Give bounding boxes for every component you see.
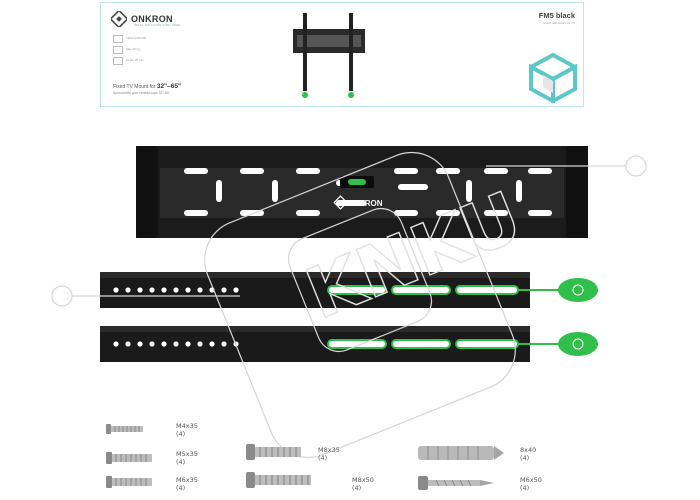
spec-list: VESA 400x400 Max 40 kg Depth 25 mm [113,35,183,68]
plate-brand-text: ONKRON [347,199,383,208]
brand-name: ONKRON [131,14,173,24]
onkron-logo-icon [111,11,127,27]
product-info: Fixed TV Mount for 32"–65" Кронштейн для… [113,83,182,95]
mount-illustration [293,13,365,98]
screw-label-m4x35: M4x35(4) [176,422,198,438]
screw-label-m6x35: M6x35(4) [176,476,198,492]
screw-m6x35 [106,476,152,488]
model-info: FM5 black Fixed wall mount for TV [539,11,575,25]
screw-m4x35 [106,424,143,434]
anchor-label-8x40: 8x40(4) [520,446,537,462]
model-name: FM5 black [538,11,575,20]
lag-bolt-m6x50 [418,476,494,490]
screw-set-left [106,424,152,488]
box-label: ONKRON IDEAL SOLUTION FOR HOME VESA 400x… [100,2,584,107]
vertical-arm-1 [100,272,598,308]
brand-tagline: IDEAL SOLUTION FOR HOME [134,23,181,27]
screw-label-m8x35: M8x35(4) [318,446,340,462]
weight-icon [113,46,123,54]
screen-icon [113,35,123,43]
screw-label-m5x35: M5x35(4) [176,450,198,466]
spec-item: VESA 400x400 [113,35,183,43]
screw-set-middle [246,444,311,488]
cube-logo-icon [529,53,577,103]
wall-anchor-8x40 [418,446,504,460]
bolt-label-m6x50: M6x50(4) [520,476,542,492]
wall-plate: ONKRON [136,146,588,238]
model-subtitle: Fixed wall mount for TV [543,21,575,25]
screw-m5x35 [106,452,152,464]
screw-label-m8x50: M8x50(4) [352,476,374,492]
spec-item: Max 40 kg [113,46,183,54]
spec-item: Depth 25 mm [113,57,183,65]
vertical-arm-2 [100,326,598,362]
screw-m8x35 [246,444,301,460]
screw-m8x50 [246,472,311,488]
brand-logo: ONKRON [111,11,173,27]
depth-icon [113,57,123,65]
anchor-set [418,446,504,490]
